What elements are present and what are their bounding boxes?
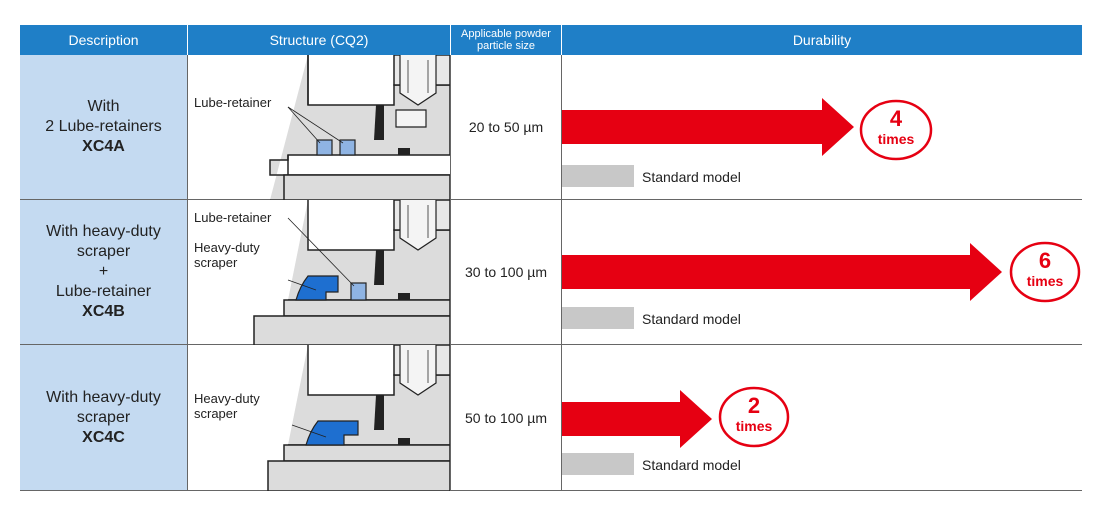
- description-line: With heavy-duty: [46, 223, 161, 240]
- seal-cross-section: [269, 54, 451, 201]
- durability-arrow: [562, 390, 712, 448]
- header-particle-size: Applicable powder particle size: [451, 25, 562, 55]
- structure-diagram: Heavy-duty scraper: [188, 344, 451, 492]
- standard-model-label: Standard model: [642, 169, 741, 185]
- table-row: With heavy-duty scraper XC4C Heavy-duty …: [20, 344, 1082, 492]
- heavy-duty-scraper: [305, 420, 359, 446]
- table-row: With heavy-duty scraper + Lube-retainer …: [20, 199, 1082, 346]
- multiplier-badge: [1009, 241, 1081, 303]
- description-line: With: [87, 98, 120, 115]
- header-particle-size-line1: Applicable powder: [461, 28, 551, 40]
- multiplier-number: 2: [748, 393, 760, 418]
- durability-cell: 2 times Standard model: [562, 345, 1082, 490]
- description-cell: With heavy-duty scraper XC4C: [20, 345, 188, 490]
- header-durability: Durability: [562, 25, 1082, 55]
- multiplier-unit: times: [736, 418, 773, 434]
- heavy-duty-scraper: [295, 275, 339, 301]
- description-line: +: [98, 263, 109, 280]
- durability-cell: 6 times Standard model: [562, 200, 1082, 344]
- multiplier-unit: times: [1027, 273, 1064, 289]
- particle-size-cell: 30 to 100 µm: [451, 200, 562, 344]
- label-heavy-duty: Heavy-duty: [194, 391, 260, 406]
- label-lube-retainer: Lube-retainer: [194, 210, 272, 225]
- model-code: XC4C: [82, 428, 125, 446]
- label-scraper: scraper: [194, 406, 238, 421]
- standard-model-bar: [562, 165, 634, 187]
- standard-model-bar: [562, 453, 634, 475]
- description-line: With heavy-duty: [46, 388, 161, 406]
- standard-model-label: Standard model: [642, 311, 741, 327]
- durability-arrow: [562, 98, 854, 156]
- durability-chart: 6 times: [562, 241, 1081, 329]
- particle-size-cell: 50 to 100 µm: [451, 345, 562, 490]
- description-line: Lube-retainer: [55, 283, 152, 300]
- particle-size-cell: 20 to 50 µm: [451, 55, 562, 199]
- seal-cross-section: [267, 344, 451, 492]
- durability-arrow: [562, 243, 1002, 301]
- multiplier-badge: [859, 99, 933, 161]
- header-structure: Structure (CQ2): [188, 25, 451, 55]
- description-cell: With 2 Lube-retainers XC4A: [20, 55, 188, 199]
- durability-chart: 4 times: [562, 98, 933, 187]
- structure-diagram: Lube-retainer Heavy-duty scraper: [188, 199, 451, 346]
- label-heavy-duty: Heavy-duty: [194, 240, 260, 255]
- multiplier-number: 4: [890, 106, 903, 131]
- description-line: scraper: [76, 243, 131, 260]
- description-line: scraper: [76, 408, 131, 426]
- description-line: 2 Lube-retainers: [45, 118, 162, 135]
- multiplier-badge: [718, 386, 790, 448]
- table-row: With 2 Lube-retainers XC4A: [20, 54, 1082, 201]
- header-particle-size-line2: particle size: [476, 40, 536, 52]
- multiplier-number: 6: [1039, 248, 1051, 273]
- header-description: Description: [20, 25, 188, 55]
- seal-cross-section: [253, 199, 451, 346]
- standard-model-bar: [562, 307, 634, 329]
- lube-retainer-2: [339, 139, 356, 156]
- durability-cell: 4 times Standard model: [562, 55, 1082, 199]
- durability-chart: 2 times: [562, 386, 790, 475]
- label-scraper: scraper: [194, 255, 238, 270]
- model-code: XC4B: [82, 303, 125, 320]
- description-cell: With heavy-duty scraper + Lube-retainer …: [20, 200, 188, 344]
- standard-model-label: Standard model: [642, 457, 741, 473]
- lube-retainer: [350, 282, 367, 301]
- label-lube-retainer: Lube-retainer: [194, 95, 272, 110]
- model-code: XC4A: [82, 138, 125, 155]
- structure-diagram: Lube-retainer: [188, 54, 451, 201]
- multiplier-unit: times: [878, 131, 915, 147]
- lube-retainer-1: [316, 139, 333, 156]
